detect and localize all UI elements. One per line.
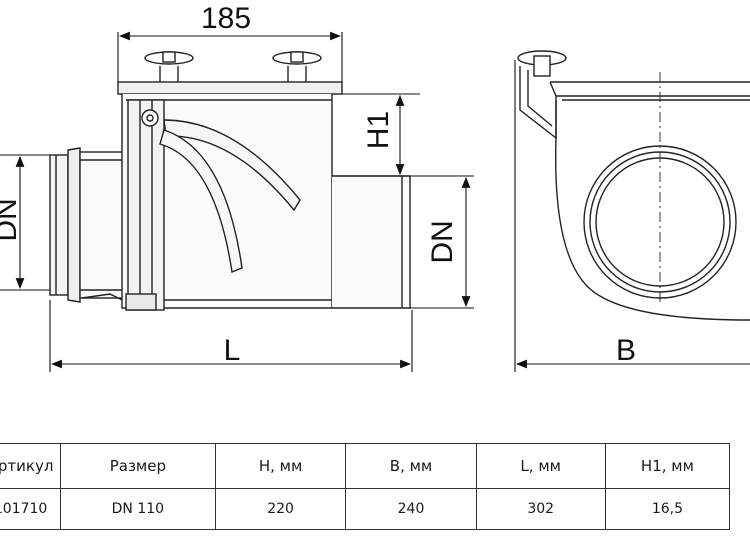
dim-b-label: B — [616, 334, 636, 367]
dim-l-label: L — [224, 334, 241, 367]
header-h1: H1, мм — [604, 443, 731, 489]
side-dimensions — [514, 60, 750, 372]
front-dimensions — [0, 31, 474, 372]
header-h: H, мм — [214, 443, 347, 489]
table-row: 101710 DN 110 220 240 302 16,5 — [0, 488, 731, 530]
header-size: Размер — [60, 443, 216, 489]
front-view — [49, 51, 411, 311]
dim-185-label: 185 — [201, 2, 251, 35]
cell-h: 220 — [214, 488, 347, 530]
cell-l: 302 — [475, 488, 606, 530]
dim-dn-left-label: DN — [0, 198, 23, 241]
dim-dn-right-label: DN — [426, 220, 459, 263]
header-b: B, мм — [345, 443, 477, 489]
dim-h1-label: H1 — [362, 111, 395, 149]
cell-h1: 16,5 — [604, 488, 731, 530]
cell-size: DN 110 — [60, 488, 216, 530]
spec-table: Артикул Размер H, мм B, мм L, мм H1, мм … — [0, 443, 731, 530]
header-article: Артикул — [0, 443, 62, 489]
cell-b: 240 — [345, 488, 477, 530]
header-l: L, мм — [475, 443, 606, 489]
spec-table-header: Артикул Размер H, мм B, мм L, мм H1, мм — [0, 443, 731, 489]
side-view — [517, 50, 750, 321]
cell-article: 101710 — [0, 488, 62, 530]
